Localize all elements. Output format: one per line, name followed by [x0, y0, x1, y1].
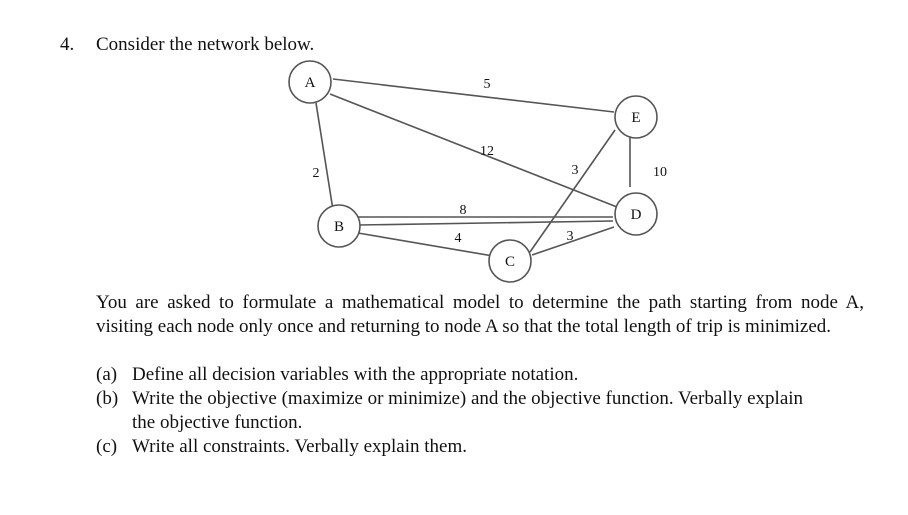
edge-b-d-weight: 8 — [460, 203, 467, 218]
part-c-text: Write all constraints. Verbally explain … — [132, 436, 467, 457]
edge-a-e: 5 — [332, 77, 615, 113]
node-d-label: D — [631, 207, 642, 223]
part-b-label: (b) — [96, 388, 119, 409]
node-b-label: B — [334, 219, 344, 235]
edge-c-d-weight: 3 — [567, 229, 574, 244]
edge-c-e: 3 — [529, 129, 616, 253]
node-c-label: C — [505, 254, 515, 270]
network-diagram: 5 12 2 10 8 4 3 3 A E D B — [288, 60, 667, 283]
node-d: D — [614, 192, 658, 236]
part-b: (b) Write the objective (maximize or mini… — [96, 387, 866, 435]
edge-b-c-weight: 4 — [455, 231, 462, 246]
edge-a-b: 2 — [313, 102, 334, 211]
edge-a-d: 12 — [329, 93, 618, 208]
edge-c-e-weight: 3 — [572, 163, 579, 178]
node-a: A — [288, 60, 332, 104]
part-a: (a) Define all decision variables with th… — [96, 363, 866, 387]
problem-statement: You are asked to formulate a mathematica… — [96, 292, 864, 337]
edge-b-c: 4 — [357, 231, 494, 257]
edge-a-e-weight: 5 — [484, 77, 491, 92]
part-b-text: Write the objective (maximize or minimiz… — [132, 388, 804, 409]
question-title: Consider the network below. — [96, 34, 315, 55]
part-c: (c) Write all constraints. Verbally expla… — [96, 435, 866, 459]
node-e-label: E — [631, 110, 640, 126]
edge-a-d-weight: 12 — [480, 144, 494, 159]
edge-e-d-weight: 10 — [653, 165, 667, 180]
part-a-text: Define all decision variables with the a… — [132, 364, 579, 385]
edge-e-d: 10 — [629, 136, 667, 187]
question-number: 4. — [60, 34, 75, 55]
node-a-label: A — [305, 75, 316, 91]
edge-a-b-weight: 2 — [313, 166, 320, 181]
edge-b-d: 8 — [357, 203, 614, 226]
node-b: B — [317, 204, 361, 248]
part-b-continuation: the objective function. — [132, 412, 303, 433]
edge-c-d: 3 — [531, 226, 615, 256]
node-e: E — [614, 95, 658, 139]
node-c: C — [488, 239, 532, 283]
part-a-label: (a) — [96, 364, 118, 385]
part-c-label: (c) — [96, 436, 118, 457]
